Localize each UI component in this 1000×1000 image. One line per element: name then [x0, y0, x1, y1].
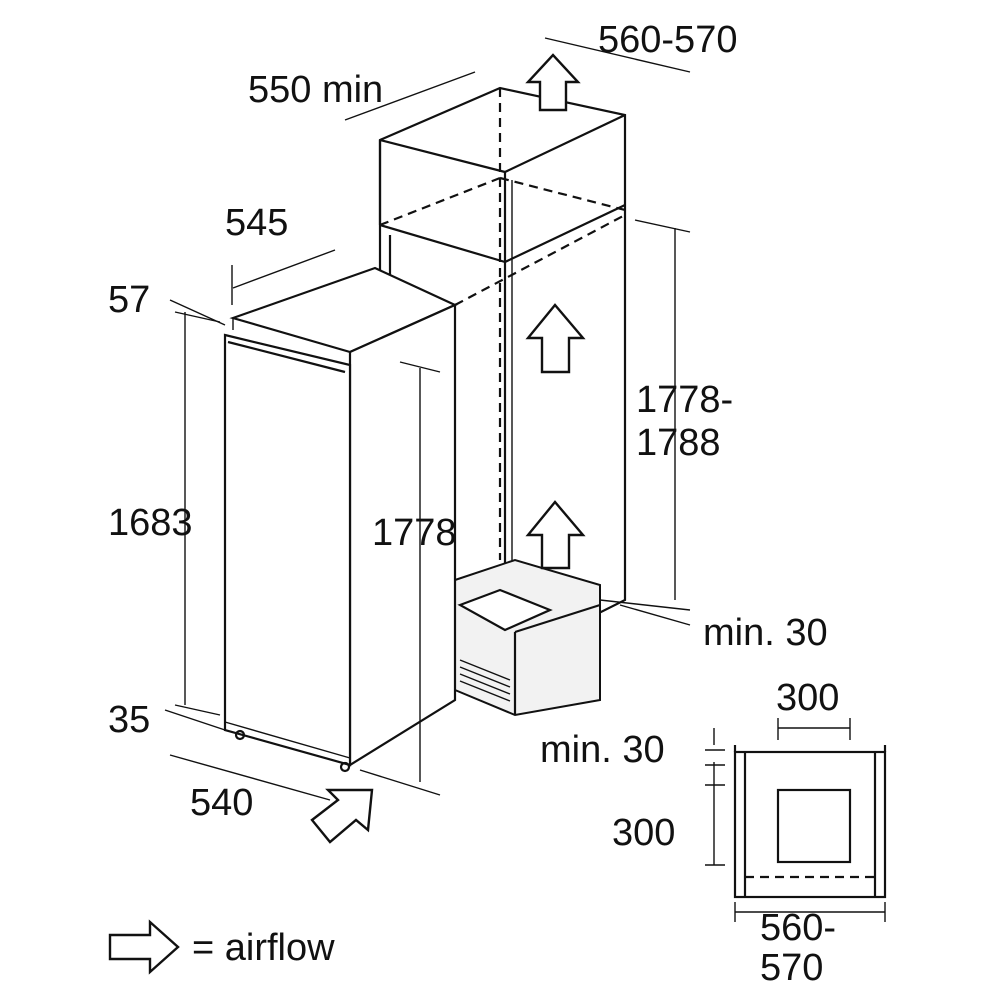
dim-niche-height-1: 1778- [636, 379, 733, 421]
dim-appliance-depth: 545 [225, 202, 288, 244]
dim-niche-width-top: 560-570 [598, 19, 737, 61]
plinth-grille [459, 659, 511, 702]
airflow-arrow-inlet-icon [310, 788, 374, 844]
hollow-arrow-icon [108, 919, 180, 975]
dim-appliance-height: 1778 [372, 512, 457, 554]
vent-width-label: 300 [776, 677, 839, 719]
legend-label: = airflow [192, 927, 335, 969]
legend: = airflow [108, 919, 335, 975]
airflow-arrow-upper-icon [525, 303, 586, 374]
dim-niche-depth-min: 550 min [248, 69, 383, 111]
dim-appliance-width: 540 [190, 782, 253, 824]
airflow-arrow-lower-icon [525, 500, 586, 570]
vent-height-label: 300 [612, 812, 675, 854]
vent-niche-width-1: 560- [760, 907, 836, 949]
vent-top-gap-label: min. 30 [540, 729, 665, 771]
dimension-lines [164, 37, 691, 801]
vent-niche-width-2: 570 [760, 947, 823, 989]
dim-niche-height-2: 1788 [636, 422, 721, 464]
dim-door-offset-bottom: 35 [108, 699, 150, 741]
dim-door-offset-top: 57 [108, 279, 150, 321]
airflow-arrow-top-icon [525, 53, 581, 112]
dim-plinth-gap: min. 30 [703, 612, 828, 654]
vent-detail [705, 718, 887, 922]
dim-door-height: 1683 [108, 502, 193, 544]
appliance [223, 266, 458, 773]
